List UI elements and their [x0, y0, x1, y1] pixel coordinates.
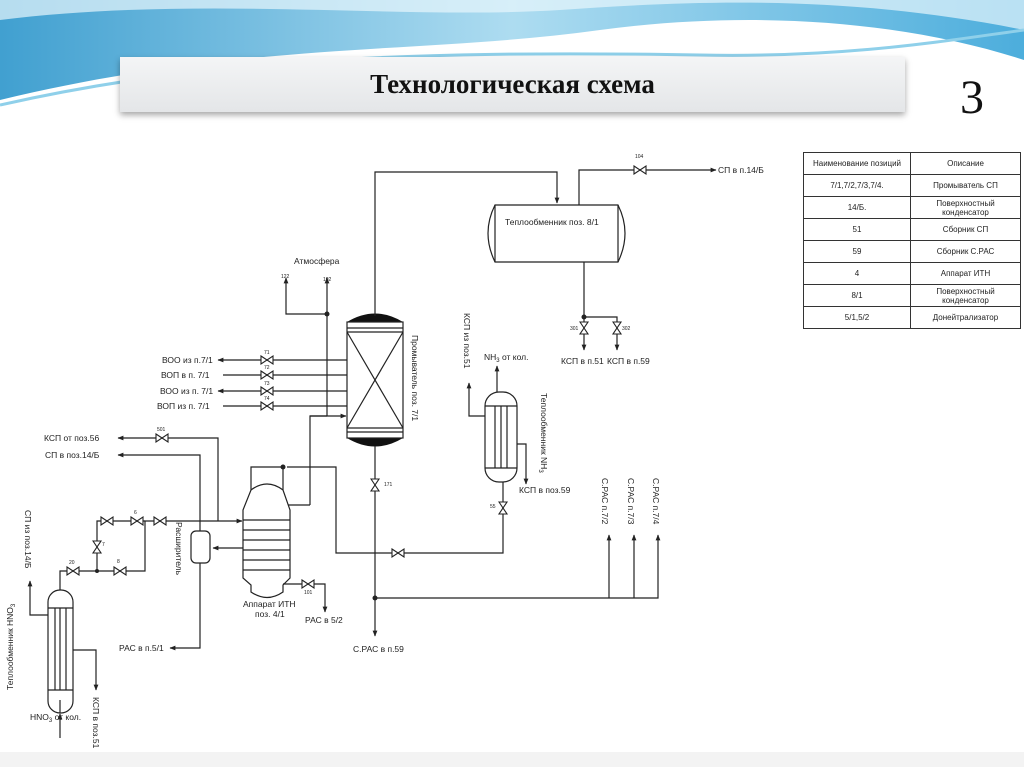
svg-text:С.РАС п.7/4: С.РАС п.7/4 [651, 478, 661, 525]
svg-text:55: 55 [490, 504, 496, 510]
svg-text:501: 501 [157, 427, 166, 433]
he81-label: Теплообменник поз. 8/1 [505, 217, 599, 227]
expander-label: Расширитель [174, 522, 184, 576]
svg-text:171: 171 [384, 482, 393, 488]
svg-text:72: 72 [264, 365, 270, 371]
valve-171[interactable] [370, 478, 380, 492]
svg-text:6: 6 [134, 510, 137, 516]
valve-8[interactable] [113, 566, 127, 576]
ksp-to-59-label: КСП в поз.59 [519, 485, 571, 495]
valve-71[interactable] [260, 355, 274, 365]
washer-column [346, 313, 404, 447]
slide-title: Технологическая схема [370, 69, 655, 99]
atmosphere-label: Атмосфера [294, 256, 340, 266]
valve-104[interactable] [633, 165, 647, 175]
svg-text:7: 7 [102, 542, 105, 548]
valve-55[interactable] [498, 501, 508, 515]
hno3-heat-exchanger [47, 589, 74, 714]
nh3-he-label: Теплообменник NH3 [537, 393, 549, 473]
voo-out-1-label: ВОО из п.7/1 [162, 355, 213, 365]
washer-label: Промыватель поз. 7/1 [410, 335, 420, 421]
nh3-heat-exchanger [484, 391, 518, 483]
valve-74[interactable] [260, 401, 274, 411]
svg-text:122: 122 [281, 274, 290, 280]
svg-text:8: 8 [117, 559, 120, 565]
itn-apparatus [242, 466, 291, 599]
sras-to-59-label: С.РАС в п.59 [353, 644, 404, 654]
ksp-to-p59-label: КСП в п.59 [607, 356, 650, 366]
heat-exchanger-8-1 [487, 204, 626, 263]
valve-72[interactable] [260, 370, 274, 380]
valve-501[interactable] [155, 433, 169, 443]
table-row: 14/Б.Поверхностный конденсатор [803, 196, 1021, 219]
svg-text:102: 102 [323, 277, 332, 283]
valve-302[interactable] [612, 321, 622, 335]
svg-text:74: 74 [264, 396, 270, 402]
nh3-from-col-label: NH3 от кол. [484, 352, 528, 364]
control-valve-feed-2[interactable] [153, 516, 167, 526]
svg-text:С.РАС п.7/3: С.РАС п.7/3 [626, 478, 636, 525]
ksp-to-51-label: КСП в поз.51 [91, 697, 101, 749]
vop-in-label: ВОП в п. 7/1 [161, 370, 210, 380]
sp-from-14b-label: СП из поз.14/Б [23, 510, 33, 569]
valve-73[interactable] [260, 386, 274, 396]
footer-strip [0, 752, 1024, 767]
voo-out-2-label: ВОО из п. 7/1 [160, 386, 213, 396]
svg-text:20: 20 [69, 560, 75, 566]
hno3-he-label: Теплообменник HNO3 [5, 603, 17, 690]
svg-text:71: 71 [264, 350, 270, 356]
valve-301[interactable] [579, 321, 589, 335]
table-row: 7/1,7/2,7/3,7/4.Промыватель СП [803, 174, 1021, 197]
sp-to-14b-pos-label: СП в поз.14/Б [45, 450, 100, 460]
valve-7[interactable] [92, 540, 102, 554]
svg-text:73: 73 [264, 381, 270, 387]
itn-pos-label: поз. 4/1 [255, 609, 285, 619]
ras-to-51-label: РАС в п.5/1 [119, 643, 164, 653]
ksp-from-51-label: КСП из поз.51 [462, 313, 472, 369]
svg-text:101: 101 [304, 590, 313, 596]
valve-6[interactable] [130, 516, 144, 526]
hno3-from-col-label: HNO3 от кол. [30, 712, 81, 724]
expander-vessel [190, 530, 211, 564]
control-valve[interactable] [391, 548, 405, 558]
slide-number: 3 [960, 71, 984, 124]
ras-to-52-label: РАС в 5/2 [305, 615, 343, 625]
title-banner: Технологическая схема [120, 57, 905, 112]
svg-text:104: 104 [635, 154, 644, 160]
valve-20[interactable] [66, 566, 80, 576]
sp-to-14b-label: СП в п.14/Б [718, 165, 764, 175]
svg-text:301: 301 [570, 326, 579, 332]
pipe-washer-to-he81 [374, 171, 560, 316]
valve-101[interactable] [301, 579, 315, 589]
control-valve-feed[interactable] [100, 516, 114, 526]
itn-name-label: Аппарат ИТН [243, 599, 296, 609]
svg-text:302: 302 [622, 326, 631, 332]
vop-out-label: ВОП из п. 7/1 [157, 401, 210, 411]
svg-text:С.РАС п.7/2: С.РАС п.7/2 [600, 478, 610, 525]
ksp-to-p51-label: КСП в п.51 [561, 356, 604, 366]
ksp-from-56-label: КСП от поз.56 [44, 433, 99, 443]
